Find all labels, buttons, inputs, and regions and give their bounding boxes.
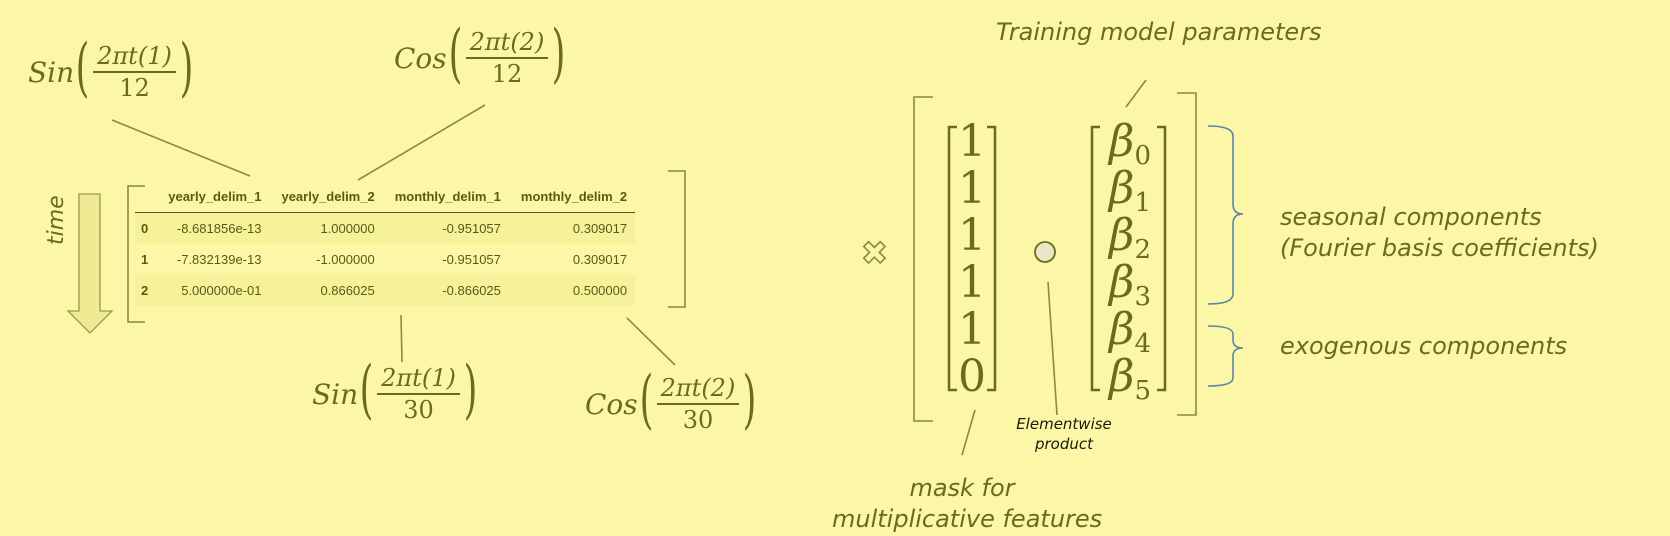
formula-denominator: 30 xyxy=(403,396,434,424)
table-cell: 0.309017 xyxy=(572,252,628,267)
paren-open: ( xyxy=(75,31,90,105)
mask-entry: 1 xyxy=(958,257,986,308)
paren-open: ( xyxy=(639,363,654,437)
formula-sin-monthly: Sin ( 2πt(1) 30 ) xyxy=(312,358,479,426)
formula-fn: Cos xyxy=(585,387,638,421)
formula-numerator: 2πt(1) xyxy=(93,42,176,73)
seasonal-label-line2: (Fourier basis coefficients) xyxy=(1280,234,1599,262)
paren-open: ( xyxy=(359,353,374,427)
table-cell: -0.951057 xyxy=(442,252,501,267)
formula-fraction: 2πt(2) 12 xyxy=(465,28,549,88)
table-cell: 0.500000 xyxy=(508,275,636,306)
beta-entry: β5 xyxy=(1109,351,1151,406)
formula-fraction: 2πt(1) 30 xyxy=(377,364,460,424)
table-cell: 0.309017 xyxy=(508,212,636,244)
paren-close: ) xyxy=(463,353,478,427)
connector-bottom-right xyxy=(626,317,676,366)
elementwise-label-line1: Elementwise xyxy=(1016,415,1112,433)
formula-sin-yearly: Sin ( 2πt(1) 12 ) xyxy=(28,36,195,104)
beta-entry: β2 xyxy=(1109,210,1151,265)
paren-open: ( xyxy=(448,17,463,91)
table-cell: -0.951057 xyxy=(382,212,509,244)
mask-label-line2: multiplicative features xyxy=(832,505,1103,533)
table-cell: 2 xyxy=(135,275,157,306)
seasonal-brace xyxy=(1207,125,1244,305)
formula-fn: Sin xyxy=(28,55,75,89)
beta-entry: β1 xyxy=(1109,163,1151,218)
beta-vector-bracket-right xyxy=(1157,125,1167,392)
formula-fraction: 2πt(1) 12 xyxy=(93,42,176,102)
table-row: 1 -7.832139e-13 -1.000000 -0.951057 0.30… xyxy=(135,244,635,275)
formula-fn: Cos xyxy=(394,41,447,75)
beta-entry: β4 xyxy=(1109,304,1151,359)
table-cell: -1.000000 xyxy=(316,252,375,267)
table-header-yearly-delim-2: yearly_delim_2 xyxy=(269,180,383,213)
formula-cos-yearly: Cos ( 2πt(2) 12 ) xyxy=(394,22,567,90)
beta-entry: β3 xyxy=(1109,257,1151,312)
paren-close: ) xyxy=(742,363,757,437)
formula-cos-monthly: Cos ( 2πt(2) 30 ) xyxy=(585,368,758,436)
formula-denominator: 30 xyxy=(682,406,714,434)
training-params-label: Training model parameters xyxy=(996,18,1322,46)
beta-vector-bracket-left xyxy=(1090,125,1100,392)
table-cell: 1 xyxy=(141,252,149,267)
mask-label-line1: mask for xyxy=(909,474,1015,502)
table-cell: 5.000000e-01 xyxy=(156,275,270,306)
connector-top-mid xyxy=(357,104,486,181)
table-header-monthly-delim-1: monthly_delim_1 xyxy=(382,180,509,213)
exogenous-components-label: exogenous components xyxy=(1280,332,1568,360)
formula-fn: Sin xyxy=(312,377,359,411)
connector-training xyxy=(1125,79,1147,108)
table-cell: -7.832139e-13 xyxy=(176,252,262,267)
paren-close: ) xyxy=(179,31,194,105)
table-header-monthly-delim-2: monthly_delim_2 xyxy=(508,180,636,213)
elementwise-label-line2: product xyxy=(1034,435,1094,453)
elementwise-product-circle xyxy=(1034,241,1056,263)
table-cell: -0.866025 xyxy=(382,275,509,306)
formula-numerator: 2πt(2) xyxy=(465,28,549,59)
connector-top-left xyxy=(111,119,251,177)
connector-elementwise xyxy=(1047,281,1058,416)
table-cell: -8.681856e-13 xyxy=(156,212,270,244)
connector-bottom-left xyxy=(400,314,403,363)
time-label: time xyxy=(44,195,69,245)
mask-entry: 1 xyxy=(958,304,986,355)
formula-numerator: 2πt(1) xyxy=(377,364,460,395)
formula-denominator: 12 xyxy=(491,60,523,88)
table-header-yearly-delim-1: yearly_delim_1 xyxy=(156,180,270,213)
mask-vector-bracket-left xyxy=(947,125,957,392)
table-cell: 0 xyxy=(135,212,157,244)
table-row: 2 5.000000e-01 0.866025 -0.866025 0.5000… xyxy=(135,275,636,306)
matrix-bracket-right xyxy=(1177,92,1197,416)
beta-entry: β0 xyxy=(1109,116,1151,171)
table-header-index xyxy=(135,180,157,213)
paren-close: ) xyxy=(551,17,566,91)
exogenous-brace xyxy=(1207,325,1244,387)
mask-label: mask for multiplicative features xyxy=(832,473,1103,535)
formula-numerator: 2πt(2) xyxy=(656,374,740,405)
seasonal-components-label: seasonal components (Fourier basis coeff… xyxy=(1280,202,1599,264)
mask-vector-bracket-right xyxy=(987,125,997,392)
beta-vector: β0 β1 β2 β3 β4 β5 xyxy=(1098,116,1162,406)
fourier-features-table: yearly_delim_1 yearly_delim_2 monthly_de… xyxy=(135,180,636,306)
formula-denominator: 12 xyxy=(119,74,150,102)
table-header-row: yearly_delim_1 yearly_delim_2 monthly_de… xyxy=(135,180,636,213)
table-row: 0 -8.681856e-13 1.000000 -0.951057 0.309… xyxy=(135,212,636,244)
mask-entry: 1 xyxy=(958,116,986,167)
mask-entry: 0 xyxy=(958,351,986,402)
time-arrow xyxy=(66,193,114,334)
table-bracket-right xyxy=(668,170,686,308)
formula-fraction: 2πt(2) 30 xyxy=(656,374,740,434)
matrix-bracket-left xyxy=(913,96,933,422)
table-cell: 1.000000 xyxy=(269,212,383,244)
table-cell: 0.866025 xyxy=(269,275,383,306)
connector-mask xyxy=(961,409,976,456)
elementwise-product-label: Elementwise product xyxy=(1010,414,1118,454)
mask-entry: 1 xyxy=(958,163,986,214)
mask-entry: 1 xyxy=(958,210,986,261)
mask-vector: 1 1 1 1 1 0 xyxy=(955,118,989,400)
multiply-icon: ✖ xyxy=(860,233,888,273)
seasonal-label-line1: seasonal components xyxy=(1280,203,1542,231)
